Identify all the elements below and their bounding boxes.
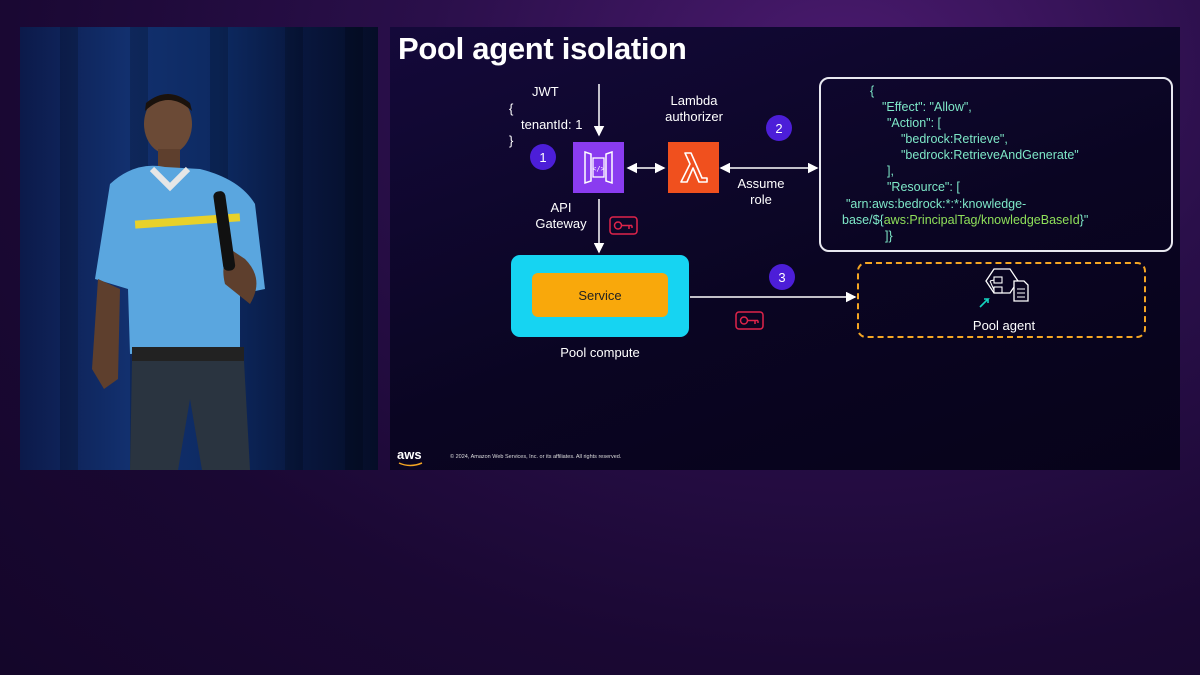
speaker-figure [92, 94, 265, 470]
policy-line: "bedrock:Retrieve", [901, 132, 1008, 146]
jwt-claim: tenantId: 1 [521, 117, 583, 132]
assume-role-label-line2: role [750, 192, 772, 207]
policy-line: "Effect": "Allow", [882, 100, 972, 114]
policy-line: "arn:aws:bedrock:*:*:knowledge- [846, 197, 1027, 211]
jwt-close-brace: } [509, 133, 514, 148]
pool-compute-label: Pool compute [560, 345, 640, 360]
pool-agent-box: Pool agent [857, 262, 1146, 338]
lambda-label-line1: Lambda [670, 93, 718, 108]
assume-role-label-line1: Assume [737, 176, 785, 191]
pool-agent-icon [979, 268, 1029, 308]
svg-text:</>: </> [592, 165, 605, 173]
jwt-open-brace: { [509, 101, 514, 116]
policy-line: ]} [885, 229, 893, 243]
policy-line: "Action": [ [887, 116, 942, 130]
policy-line: "Resource": [ [887, 180, 960, 194]
pool-compute-box: Service [511, 255, 689, 337]
aws-logo: aws [397, 447, 422, 462]
copyright-notice: © 2024, Amazon Web Services, Inc. or its… [450, 454, 622, 460]
policy-resource-prefix: base/${ [842, 213, 884, 227]
flow-connectors [593, 84, 857, 303]
lambda-icon [668, 142, 719, 193]
policy-principal-tag: aws:PrincipalTag/knowledgeBaseId [883, 213, 1080, 227]
presentation-slide: Pool agent isolation JWT { tenantId: 1 }… [390, 27, 1180, 470]
speaker-video [20, 27, 378, 470]
pool-agent-label: Pool agent [972, 318, 1036, 333]
step-badge-2: 2 [766, 115, 792, 141]
iam-policy-box: { "Effect": "Allow", "Action": [ "bedroc… [819, 77, 1173, 252]
step-badge-3: 3 [769, 264, 795, 290]
policy-resource-suffix: }" [1079, 213, 1089, 227]
policy-resource-line: base/${aws:PrincipalTag/knowledgeBaseId}… [842, 212, 1088, 228]
key-icon [735, 311, 764, 330]
lambda-label-line2: authorizer [665, 109, 723, 124]
step-badge-1: 1 [530, 144, 556, 170]
service-box: Service [532, 273, 668, 317]
key-icon [609, 216, 638, 235]
aws-smile-icon [398, 462, 423, 467]
policy-line: ], [887, 164, 894, 178]
api-gateway-label-line1: API [550, 200, 572, 215]
api-gateway-label-line2: Gateway [535, 216, 587, 231]
policy-line: { [870, 84, 875, 98]
api-gateway-icon: </> [573, 142, 624, 193]
policy-line: "bedrock:RetrieveAndGenerate" [901, 148, 1079, 162]
jwt-title: JWT [532, 84, 559, 99]
slide-title: Pool agent isolation [398, 31, 687, 66]
